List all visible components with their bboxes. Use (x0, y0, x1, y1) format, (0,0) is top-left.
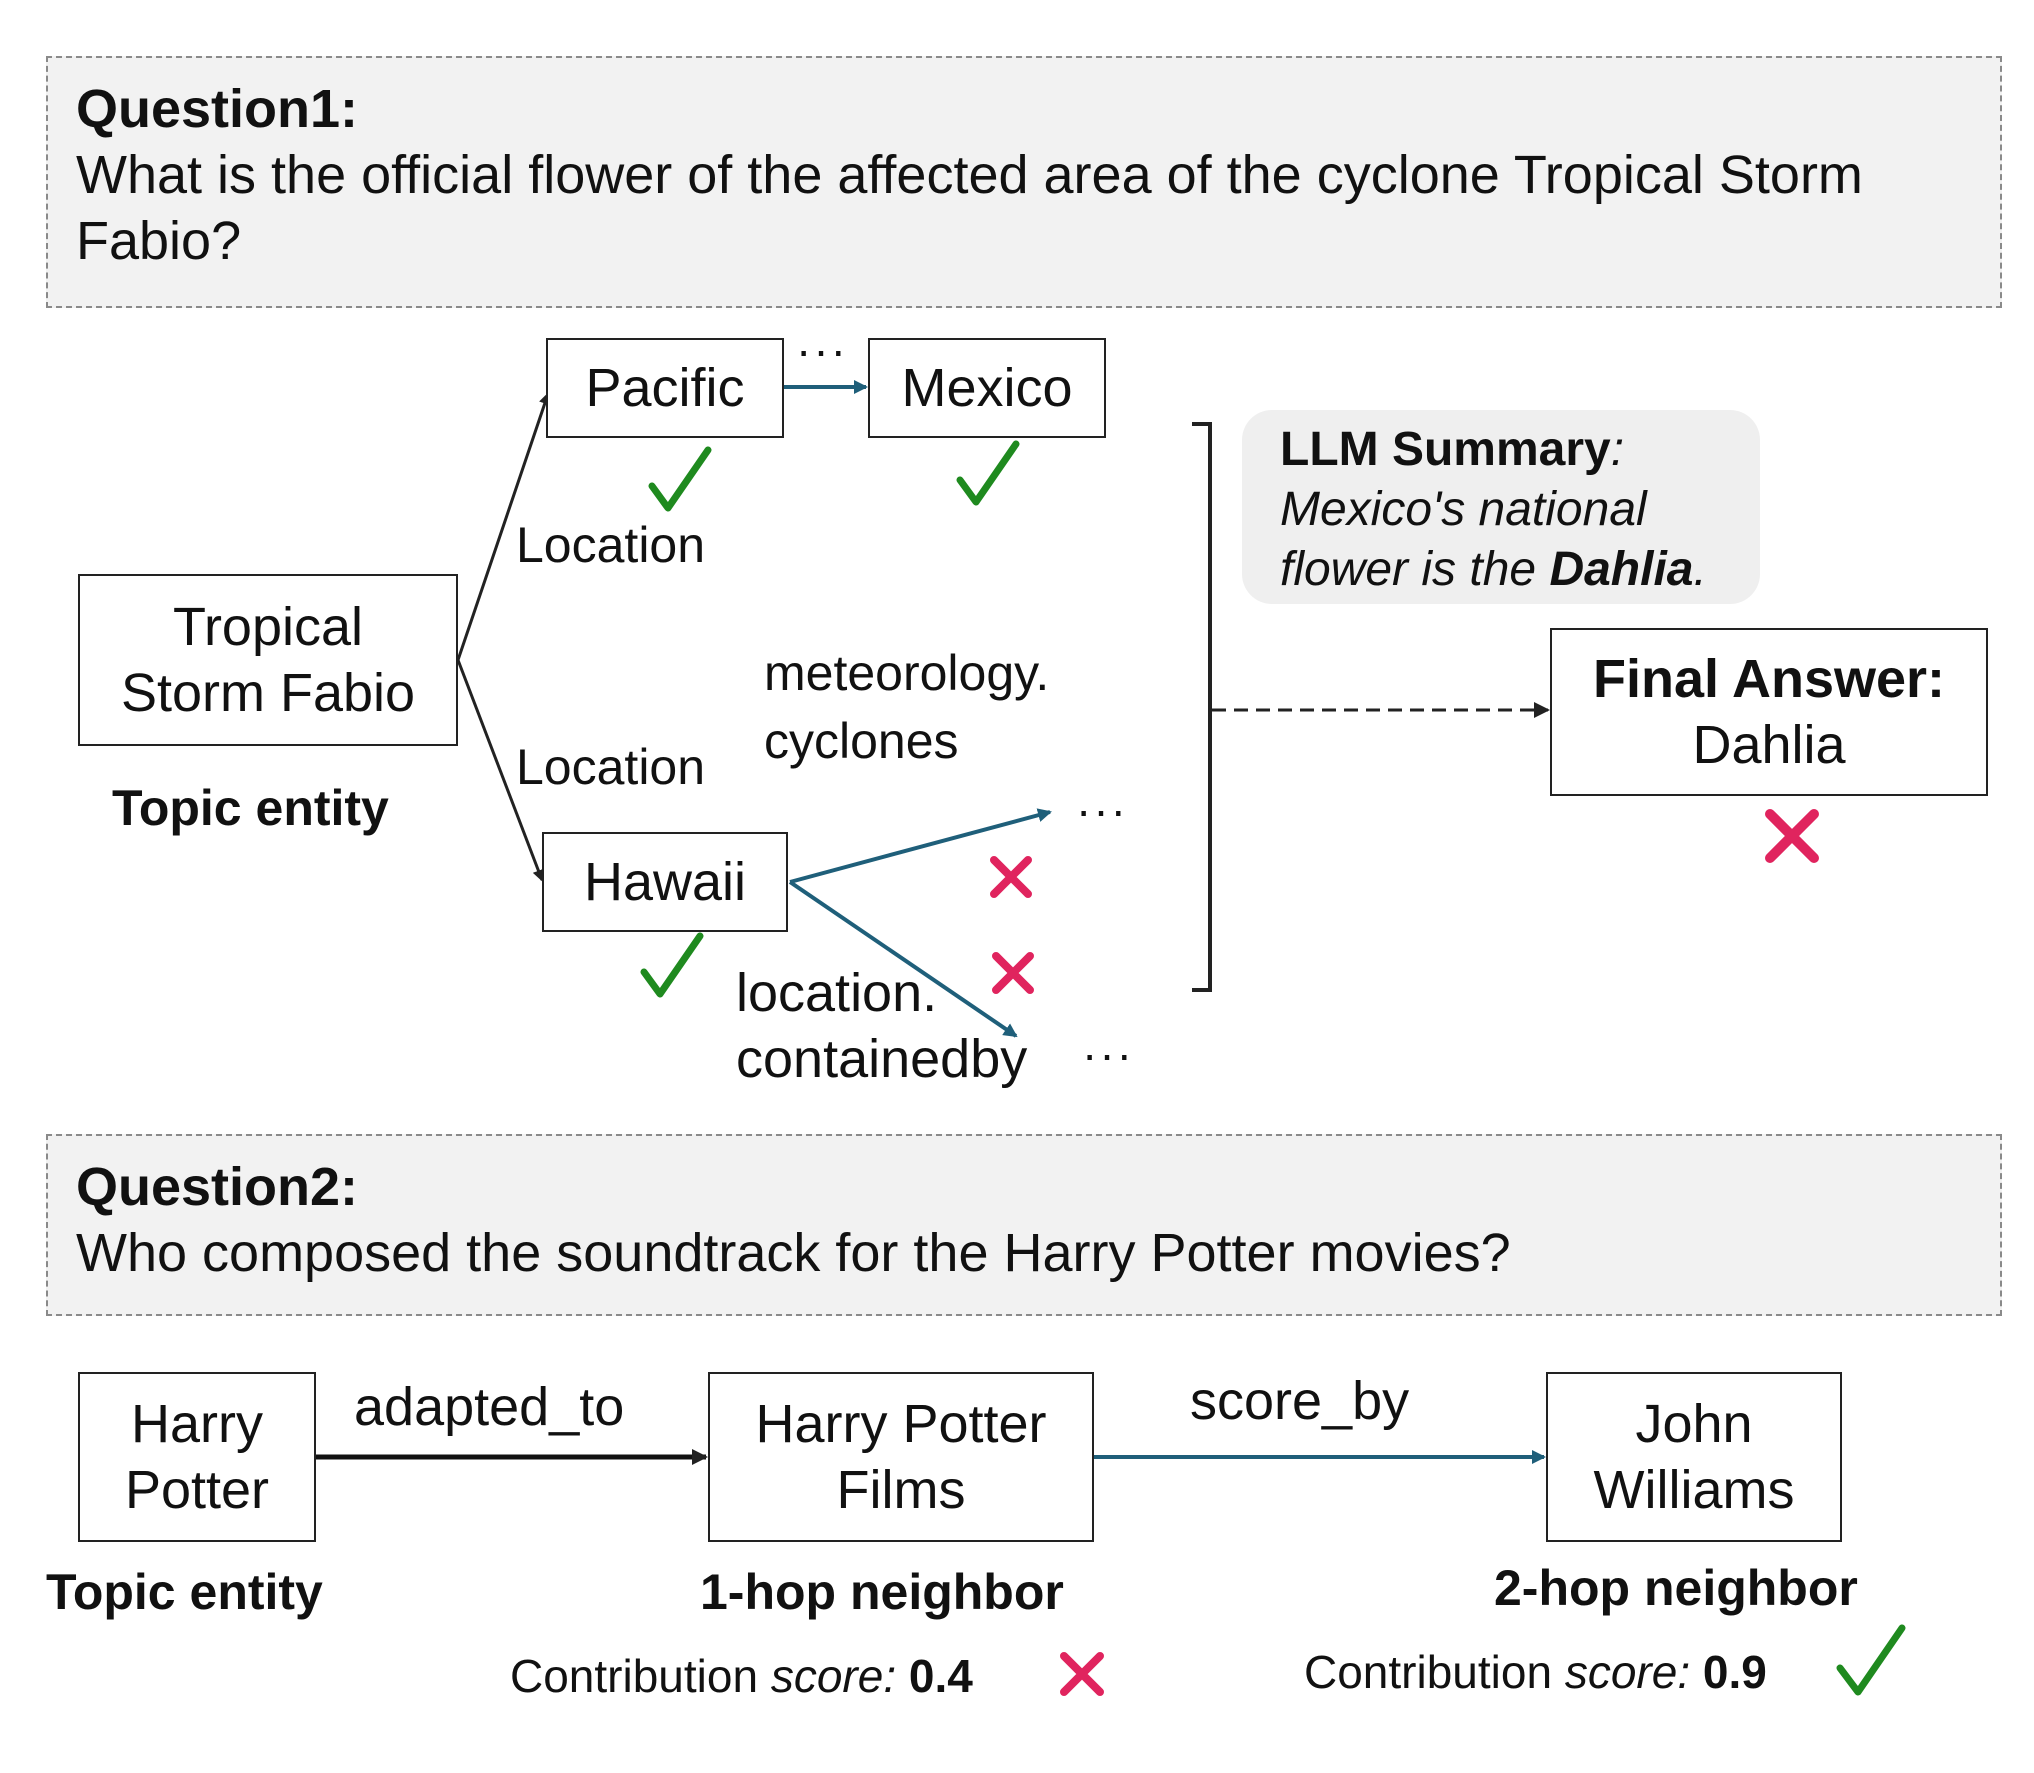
edge-label-adapted-to: adapted_to (354, 1377, 625, 1437)
cross-icon (1060, 1652, 1104, 1696)
two-hop-caption: 2-hop neighbor (1494, 1560, 1858, 1616)
node-pacific: Pacific (546, 338, 784, 438)
llm-summary-line2: flower is the Dahlia. (1280, 540, 1722, 600)
bracket-icon (1192, 422, 1212, 992)
relation-location: location. (736, 963, 938, 1023)
check-icon (956, 440, 1020, 506)
llm-summary-answer: Dahlia (1549, 543, 1694, 596)
final-answer-value: Dahlia (1692, 715, 1846, 775)
llm-summary-line1: Mexico's national (1280, 483, 1647, 536)
question2-text: Who composed the soundtrack for the Harr… (76, 1223, 1511, 1283)
ellipsis-icon: ··· (1082, 1028, 1134, 1080)
node-mexico-label: Mexico (901, 358, 1073, 418)
relation-containedby: containedby (736, 1029, 1028, 1089)
score-label-word: score: (1564, 1646, 1691, 1698)
node-john-williams-label: John Williams (1593, 1394, 1795, 1520)
node-harry-potter-films-label: Harry Potter Films (755, 1394, 1047, 1520)
question2-title: Question2: (76, 1157, 359, 1217)
llm-summary-bubble: LLM Summary: Mexico's national flower is… (1242, 410, 1760, 604)
ellipsis-icon: ··· (1076, 784, 1128, 836)
node-pacific-label: Pacific (585, 358, 745, 418)
relation-cyclones: cyclones (764, 713, 959, 769)
question1-title: Question1: (76, 79, 359, 139)
question1-text: What is the official flower of the affec… (76, 145, 1863, 271)
final-answer-label: Final Answer: (1592, 649, 1946, 709)
cross-icon (1765, 809, 1819, 863)
node-hawaii: Hawaii (542, 832, 788, 932)
node-harry-potter-films: Harry Potter Films (708, 1372, 1094, 1542)
edge-label-location-lower: Location (516, 739, 706, 795)
llm-summary-period: . (1693, 543, 1707, 596)
score-label-word: score: (770, 1650, 897, 1702)
edge-fabio-hawaii (456, 659, 545, 882)
node-tropical-storm-fabio-label: Tropical Storm Fabio (120, 597, 416, 723)
node-hawaii-label: Hawaii (583, 852, 747, 912)
contribution-score-2hop: Contribution score: 0.9 (1304, 1642, 1767, 1702)
edge-hawaii-lower (788, 880, 1018, 1038)
topic-entity-caption-1: Topic entity (112, 780, 389, 836)
edge-fabio-pacific (456, 392, 551, 661)
check-icon (648, 446, 712, 512)
edge-label-score-by: score_by (1190, 1371, 1410, 1431)
edge-label-location-upper: Location (516, 517, 706, 573)
score-label-pre: Contribution (510, 1650, 771, 1702)
score-value-2hop: 0.9 (1702, 1646, 1767, 1698)
check-icon (640, 932, 704, 998)
llm-summary-title-line: LLM Summary: (1280, 420, 1722, 480)
one-hop-caption: 1-hop neighbor (700, 1564, 1064, 1620)
topic-entity-caption-2: Topic entity (46, 1564, 323, 1620)
llm-summary-title: LLM Summary (1280, 423, 1611, 476)
node-mexico: Mexico (868, 338, 1106, 438)
cross-icon (990, 856, 1032, 898)
edge-hawaii-upper (789, 808, 1052, 884)
question1-box: Question1: What is the official flower o… (46, 56, 2002, 308)
node-tropical-storm-fabio: Tropical Storm Fabio (78, 574, 458, 746)
score-label-pre: Contribution (1304, 1646, 1565, 1698)
cross-icon (992, 952, 1034, 994)
score-value-1hop: 0.4 (908, 1650, 973, 1702)
question2-box: Question2: Who composed the soundtrack f… (46, 1134, 2002, 1316)
ellipsis-icon: ··· (796, 324, 848, 376)
check-icon (1836, 1624, 1906, 1696)
final-answer-box: Final Answer: Dahlia (1550, 628, 1988, 796)
llm-summary-line2-pre: flower is the (1280, 543, 1550, 596)
node-harry-potter-label: Harry Potter (124, 1394, 270, 1520)
relation-meteorology: meteorology. (764, 645, 1050, 701)
contribution-score-1hop: Contribution score: 0.4 (510, 1646, 973, 1706)
node-john-williams: John Williams (1546, 1372, 1842, 1542)
node-harry-potter: Harry Potter (78, 1372, 316, 1542)
llm-summary-colon: : (1610, 423, 1625, 476)
